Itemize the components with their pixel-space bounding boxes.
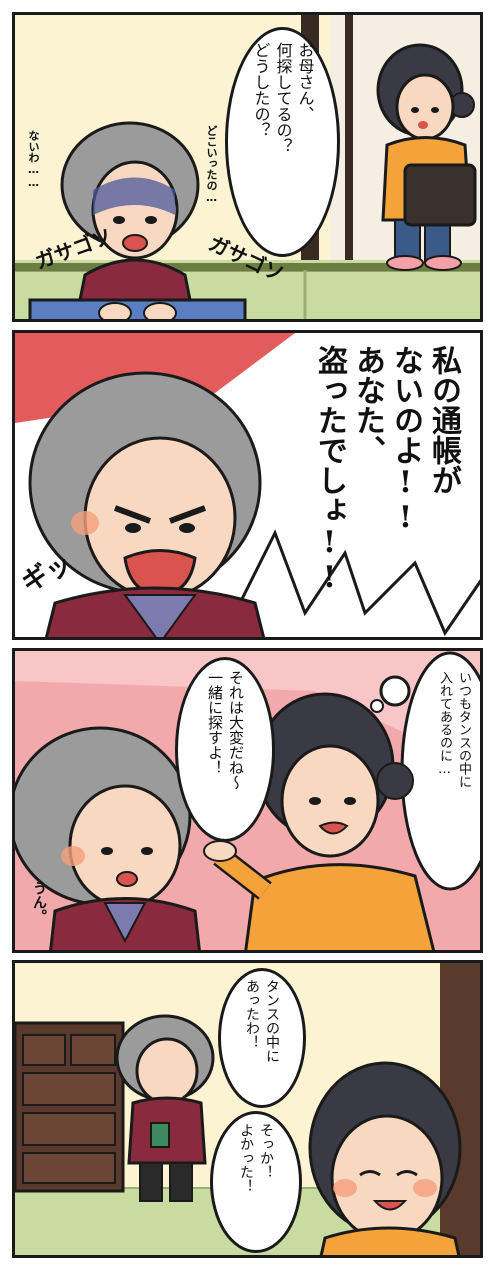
panel-2: 私の通帳が ないのよ!! あなた、 盗ったでしょ!! ギッ: [12, 330, 483, 640]
shout-line: あなた、: [350, 345, 385, 465]
speech-line: 何探してるの？: [273, 42, 293, 154]
panel-4: タンスの中に あったわ！ そっか！ よかった！: [12, 960, 483, 1258]
shout-line: 私の通帳が: [426, 345, 461, 495]
chest-of-drawers: [15, 1021, 125, 1193]
speech-bubble-daughter: お母さん、 何探してるの？ どうしたの？: [225, 27, 340, 257]
speech-line: 一緒に探すよ！: [206, 669, 224, 775]
grandmother-angry: [28, 371, 266, 637]
panel-1: お母さん、 何探してるの？ どうしたの？ ないわ…… どこいったの… ガサゴソ …: [12, 12, 483, 322]
daughter-standing: [376, 43, 477, 271]
daughter-smiling: [308, 1061, 462, 1255]
speech-line: よかった！: [238, 1123, 254, 1193]
speech-bubble-daughter: それは大変だね～ 一緒に探すよ！: [175, 657, 275, 842]
speech-line: どうしたの？: [251, 42, 271, 138]
thought-bubble: [370, 651, 480, 891]
speech-line: それは大変だね～: [227, 669, 245, 790]
grandmother-happy: [115, 1014, 215, 1202]
daughter-gesturing: [203, 692, 436, 950]
panel-3: いつもタンスの中に 入れてあるのに… それは大変だね～ 一緒に探すよ！ うん。: [12, 648, 483, 953]
shout-line: ないのよ!!: [388, 345, 423, 535]
panel-2-art: [15, 333, 480, 637]
shout-text: 私の通帳が ないのよ!! あなた、 盗ったでしょ!!: [310, 345, 462, 625]
thought-line: いつもタンスの中に: [456, 671, 471, 788]
speech-bubble-daughter: そっか！ よかった！: [210, 1111, 302, 1253]
panel-3-art: [15, 651, 480, 950]
mutter-right: どこいったの…: [205, 125, 218, 204]
grandmother-searching: [28, 121, 247, 319]
speech-line: お母さん、: [295, 42, 315, 122]
reply-text: うん。: [31, 881, 47, 923]
speech-bubble-mother: タンスの中に あったわ！: [218, 968, 306, 1108]
speech-line: あったわ！: [244, 979, 260, 1049]
grandmother-worried: [15, 726, 201, 950]
mutter-left: ないわ……: [27, 130, 40, 189]
thought-line: 入れてあるのに…: [437, 671, 452, 777]
speech-line: タンスの中に: [264, 979, 280, 1063]
thought-text: いつもタンスの中に 入れてあるのに…: [435, 671, 473, 871]
storage-box: [28, 298, 247, 319]
speech-line: そっか！: [258, 1123, 274, 1179]
passbook: [150, 1122, 170, 1148]
tote-bag: [403, 163, 477, 227]
shout-line: 盗ったでしょ!!: [312, 345, 347, 595]
